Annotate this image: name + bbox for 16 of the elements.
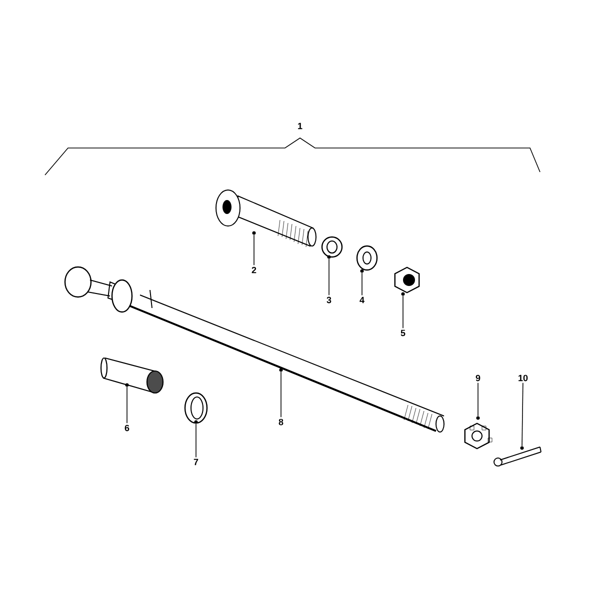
callout-number: 1 (298, 122, 302, 130)
leader-line (280, 372, 282, 418)
leader-line (126, 386, 128, 424)
castle-nut-drawing (464, 416, 492, 450)
cotter-pin-drawing (494, 446, 542, 466)
callout-number: 10 (518, 374, 528, 382)
leader-line (402, 296, 404, 329)
callout-number: 9 (476, 374, 480, 382)
washer-drawing (356, 245, 378, 273)
leader-line (328, 258, 330, 296)
bolt-drawing (216, 190, 316, 248)
nut-drawing (394, 266, 420, 296)
axle-drawing (64, 266, 444, 432)
washer-drawing (321, 236, 343, 259)
callout-number: 7 (194, 458, 198, 466)
leader-line (522, 382, 524, 446)
